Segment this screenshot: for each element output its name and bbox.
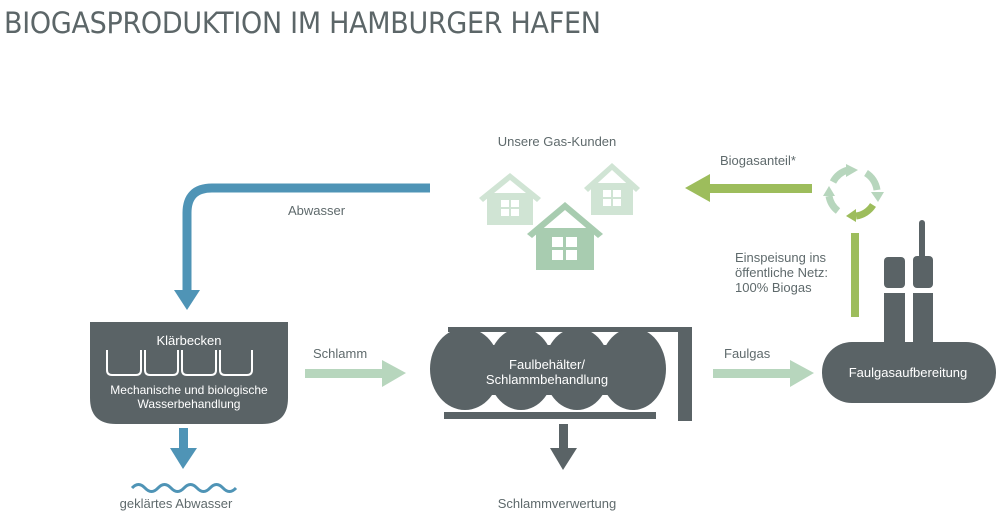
wastewater-arrow xyxy=(174,183,430,310)
clarifier-tank xyxy=(90,322,288,424)
sludge-arrow xyxy=(305,360,406,387)
biogas-share-arrow xyxy=(685,174,812,202)
feed-in-line-3: 100% Biogas xyxy=(735,280,812,295)
digester-gas-label: Faulgas xyxy=(724,346,771,361)
digester-gas-arrow xyxy=(713,360,814,387)
treated-water-arrow xyxy=(170,428,197,469)
clarifier-desc-line-1: Mechanische und biologische xyxy=(110,383,268,397)
treated-wastewater-label: geklärtes Abwasser xyxy=(119,496,233,511)
house-icon xyxy=(584,163,640,215)
digester-tanks xyxy=(430,327,692,421)
digester-line-2: Schlammbehandlung xyxy=(485,372,609,387)
water-wave-icon xyxy=(130,483,238,493)
clarifier-title: Klärbecken xyxy=(156,333,222,348)
sludge-utilization-arrow xyxy=(550,424,577,470)
clarifier-desc-line-2: Wasserbehandlung xyxy=(137,397,241,411)
feed-in-line-2: öffentliche Netz: xyxy=(735,265,828,280)
customers-label: Unsere Gas-Kunden xyxy=(497,134,617,149)
digester-label: Faulbehälter/ Schlammbehandlung xyxy=(486,357,608,387)
sludge-utilization-label: Schlammverwertung xyxy=(497,496,617,511)
gas-treatment-plant xyxy=(822,220,996,403)
wastewater-label: Abwasser xyxy=(288,203,346,218)
digester-line-1: Faulbehälter/ xyxy=(509,357,585,372)
page-title: BIOGASPRODUKTION IM HAMBURGER HAFEN xyxy=(4,6,601,40)
sludge-label: Schlamm xyxy=(313,346,368,361)
clarifier-description: Mechanische und biologische Wasserbehand… xyxy=(110,383,267,411)
recycle-icon xyxy=(823,164,884,222)
biogas-share-label: Biogasanteil* xyxy=(720,153,796,168)
feed-in-line-1: Einspeisung ins xyxy=(735,250,827,265)
basin-icons xyxy=(106,350,253,376)
feed-in-label: Einspeisung ins öffentliche Netz: 100% B… xyxy=(735,250,828,295)
house-icon xyxy=(479,173,541,225)
gas-treatment-label: Faulgasaufbereitung xyxy=(848,365,968,380)
feed-in-line xyxy=(851,233,859,317)
house-icon xyxy=(527,202,603,270)
